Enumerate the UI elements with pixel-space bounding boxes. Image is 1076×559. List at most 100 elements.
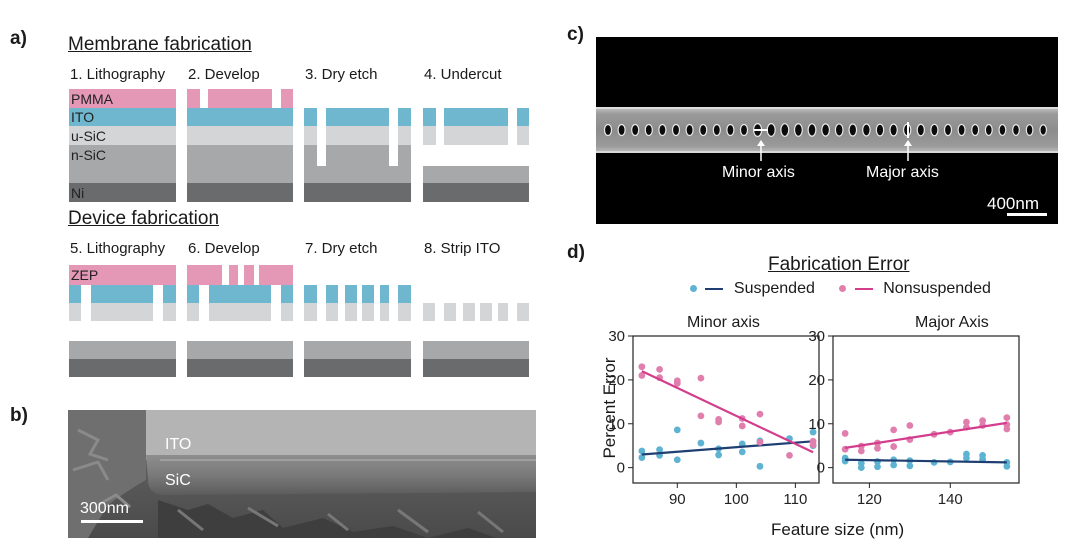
layer-label-pmma: PMMA <box>71 91 113 107</box>
data-point <box>1003 414 1011 422</box>
scale-bar-b-label: 300nm <box>80 500 129 517</box>
data-point <box>738 422 746 430</box>
stack-step-6 <box>187 265 293 377</box>
stack-step-8 <box>423 303 529 377</box>
crystal-hole <box>875 123 885 137</box>
crystal-hole <box>780 123 790 137</box>
crystal-hole <box>957 123 966 137</box>
stack-step-3 <box>304 108 411 202</box>
y-tick-label: 0 <box>617 460 625 477</box>
crystal-hole <box>930 123 939 137</box>
subplot-title-major: Major Axis <box>915 314 989 331</box>
panel-b-label: b) <box>10 405 28 426</box>
fit-line <box>844 421 1008 449</box>
scale-bar-c-label: 400nm <box>987 194 1039 213</box>
chart-title: Fabrication Error <box>768 254 910 275</box>
data-point <box>673 426 681 434</box>
data-point <box>874 463 881 471</box>
data-point <box>963 418 970 426</box>
x-axis-label: Feature size (nm) <box>771 520 905 539</box>
crystal-hole <box>603 123 613 137</box>
data-point <box>1003 462 1011 470</box>
layer-label-ni: Ni <box>71 185 85 201</box>
stack-step-4 <box>423 108 529 202</box>
data-point <box>857 447 865 455</box>
data-point <box>656 365 663 373</box>
data-point <box>841 430 849 437</box>
data-point <box>890 461 898 469</box>
crystal-hole <box>1025 124 1034 136</box>
crystal-hole <box>998 123 1007 137</box>
crystal-hole <box>699 123 708 137</box>
legend-suspended-label: Suspended <box>733 280 815 297</box>
x-tick-label: 100 <box>724 491 749 508</box>
crystal-hole <box>644 123 653 137</box>
data-point <box>673 379 681 387</box>
plot-frame <box>832 335 1020 484</box>
data-point <box>906 422 914 429</box>
data-point <box>715 451 723 459</box>
legend-nonsuspended-line <box>854 287 873 290</box>
step-5-label: 5. Lithography <box>70 240 166 257</box>
step-4-label: 4. Undercut <box>424 66 502 83</box>
panel-a-label: a) <box>10 28 27 49</box>
sem-sic-label: SiC <box>165 472 191 489</box>
crystal-hole <box>671 123 681 137</box>
y-tick-label: 30 <box>808 328 825 345</box>
data-point <box>738 448 746 456</box>
y-tick-label: 30 <box>608 328 625 345</box>
layer-label-nsic: n-SiC <box>71 147 107 163</box>
crystal-hole <box>726 123 735 137</box>
panel-c-label: c) <box>567 24 584 45</box>
sem-photonic-crystal-image: Minor axis Major axis 400nm <box>596 37 1058 224</box>
data-point <box>697 439 705 447</box>
data-point <box>874 444 881 452</box>
data-point <box>697 412 705 420</box>
x-tick-label: 110 <box>783 491 807 508</box>
y-tick-label: 20 <box>808 372 825 389</box>
data-point <box>638 372 646 379</box>
data-point <box>715 418 723 426</box>
y-tick-label: 10 <box>808 416 825 433</box>
crystal-hole <box>739 123 749 137</box>
crystal-hole <box>712 123 721 137</box>
data-point <box>756 462 764 470</box>
data-point <box>786 451 793 459</box>
legend-nonsuspended-label: Nonsuspended <box>883 280 991 297</box>
major-axis-label: Major axis <box>866 164 939 181</box>
stack-step-5 <box>69 265 176 377</box>
step-3-label: 3. Dry etch <box>305 66 378 83</box>
crystal-hole <box>889 123 898 137</box>
fit-line <box>845 458 1007 464</box>
stack-step-7 <box>304 285 411 377</box>
device-heading: Device fabrication <box>68 208 220 229</box>
crystal-hole <box>943 123 953 137</box>
step-7-label: 7. Dry etch <box>305 240 378 257</box>
data-point <box>673 456 681 464</box>
device-fabrication-diagram <box>69 265 529 377</box>
y-tick-label: 0 <box>817 460 825 477</box>
data-point <box>841 457 849 465</box>
legend-suspended-line <box>705 287 724 290</box>
data-point <box>906 462 914 470</box>
crystal-hole <box>1039 124 1048 136</box>
layer-label-zep: ZEP <box>71 267 99 283</box>
crystal-hole <box>631 123 640 137</box>
data-point <box>809 437 817 445</box>
data-point <box>756 438 764 446</box>
legend-suspended-marker <box>690 285 697 293</box>
layer-label-ito: ITO <box>71 109 95 125</box>
crystal-hole <box>617 123 626 137</box>
crystal-hole <box>848 123 858 137</box>
data-point <box>756 410 764 418</box>
data-point <box>857 464 865 472</box>
data-point <box>930 458 938 466</box>
data-point <box>963 454 970 462</box>
data-point <box>697 374 705 382</box>
crystal-hole <box>834 123 844 137</box>
crystal-hole <box>793 123 803 137</box>
step-2-label: 2. Develop <box>188 66 260 83</box>
stack-step-2 <box>187 89 293 202</box>
layer-label-usic: u-SiC <box>71 128 107 144</box>
